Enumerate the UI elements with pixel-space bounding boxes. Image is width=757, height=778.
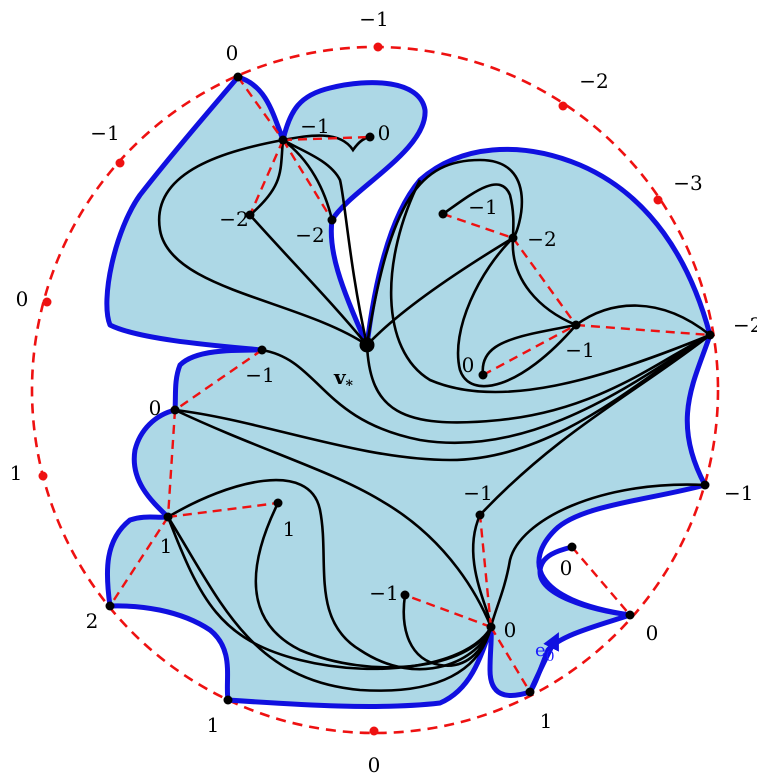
vertex-label: 1 bbox=[283, 517, 296, 541]
vertex-label: −1 bbox=[300, 114, 329, 138]
outer-label: 1 bbox=[10, 461, 23, 485]
vertex-label: −1 bbox=[369, 581, 398, 605]
circle-dots bbox=[38, 42, 663, 736]
vertex-label: −1 bbox=[468, 195, 497, 219]
boundary-arc-tail bbox=[537, 544, 633, 618]
outer-label: 1 bbox=[540, 709, 553, 733]
outer-label: 0 bbox=[16, 287, 29, 311]
outer-label: 0 bbox=[646, 621, 659, 645]
vertex-label: 1 bbox=[160, 534, 173, 558]
outer-label: −2 bbox=[579, 69, 608, 93]
vertices bbox=[105, 72, 715, 705]
outer-label: −1 bbox=[359, 7, 388, 31]
special-vertex-dot bbox=[359, 337, 375, 353]
vertex-label: −2 bbox=[219, 207, 248, 231]
outer-label: 2 bbox=[86, 609, 99, 633]
vertex-label: −2 bbox=[295, 223, 324, 247]
outer-labels: −1 −2 −3 −2 −1 0 1 0 1 2 1 0 −1 bbox=[10, 7, 757, 777]
outer-label: −1 bbox=[724, 481, 753, 505]
boundary-arc-e0 bbox=[527, 632, 559, 695]
vertex-label: −1 bbox=[463, 481, 492, 505]
outer-label: 1 bbox=[207, 713, 220, 737]
red-dashed-tree bbox=[108, 76, 711, 693]
vertex-label: 0 bbox=[378, 121, 391, 145]
vertex-label: 0 bbox=[560, 556, 573, 580]
vertex-label: 0 bbox=[504, 618, 517, 642]
vertex-label: 0 bbox=[149, 396, 162, 420]
vertex-label: 0 bbox=[226, 41, 239, 65]
outer-label: −1 bbox=[90, 121, 119, 145]
special-vertex-label: v* bbox=[333, 365, 354, 394]
vertex-label: −1 bbox=[245, 363, 274, 387]
outer-label: 0 bbox=[368, 753, 381, 777]
vertex-label: −2 bbox=[527, 227, 556, 251]
outer-label: −3 bbox=[673, 171, 702, 195]
outer-label: −2 bbox=[733, 313, 757, 337]
vertex-labels: 0 −1 0 −2 −2 −1 −2 −1 0 −1 0 1 1 2 1 −1 … bbox=[149, 41, 595, 642]
vertex-label: −1 bbox=[565, 338, 594, 362]
vertex-label: 0 bbox=[462, 353, 475, 377]
edge-label-e0: e0 bbox=[535, 640, 555, 665]
black-edges bbox=[157, 134, 711, 692]
